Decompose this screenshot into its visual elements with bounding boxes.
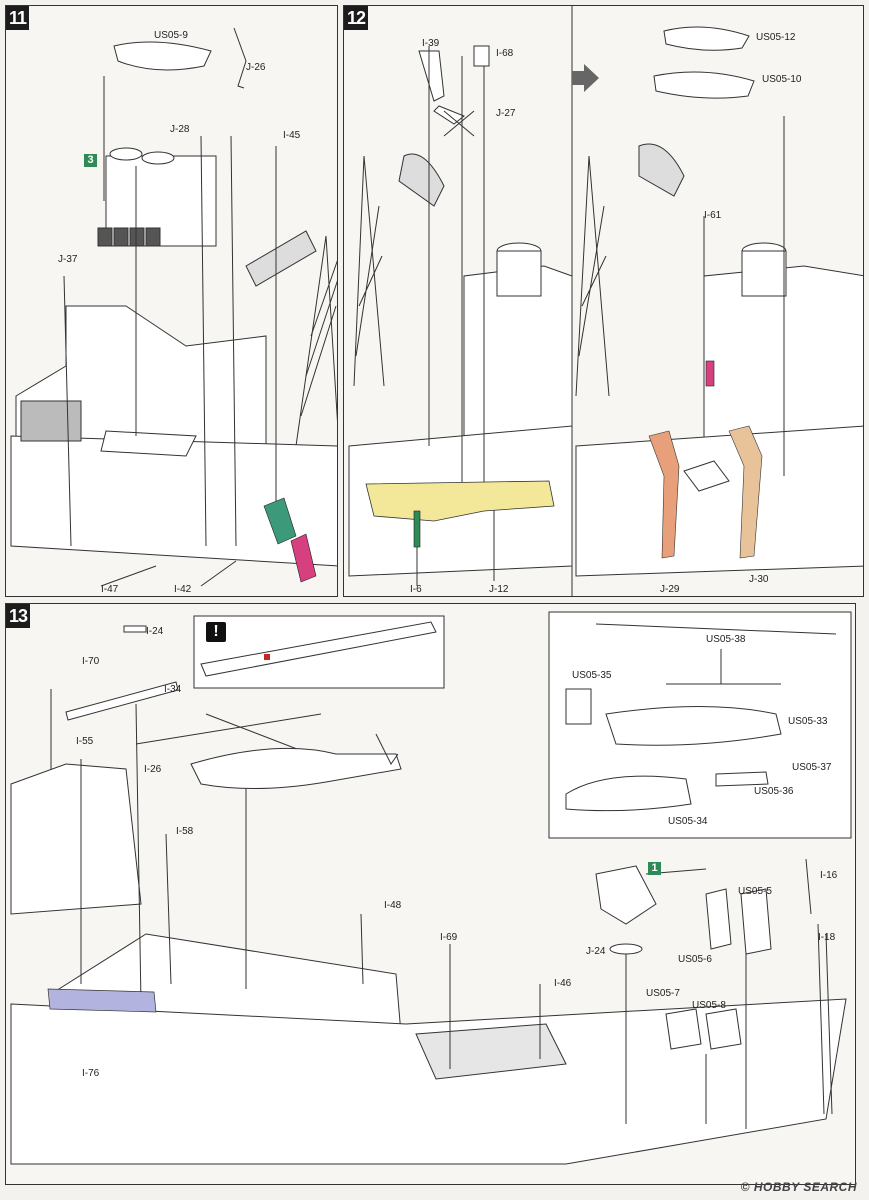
step-number-13: 13 [6, 604, 31, 628]
part-label: J-27 [496, 108, 516, 119]
part-label: J-24 [586, 946, 606, 957]
inset-part-label: US05-35 [572, 670, 612, 681]
step-12-panel: 12 [343, 5, 864, 597]
hobby-search-watermark: © HOBBY SEARCH [741, 1180, 857, 1194]
part-label: I-48 [384, 900, 402, 911]
part-label: I-58 [176, 826, 194, 837]
part-label: I-39 [422, 38, 440, 49]
inset-part-label: US05-34 [668, 816, 708, 827]
step-13-panel: 13 [5, 603, 856, 1185]
step-reference-badge: 3 [84, 154, 97, 167]
part-label: US05-12 [756, 32, 796, 43]
part-label: I-16 [820, 870, 838, 881]
part-label: I-55 [76, 736, 94, 747]
step-13-drawing [10, 611, 852, 1165]
part-label: I-6 [410, 584, 422, 595]
inset-part-label: US05-36 [754, 786, 794, 797]
step-12-drawing [348, 6, 863, 596]
part-label: I-24 [146, 626, 164, 637]
part-label: I-76 [82, 1068, 100, 1079]
part-label: US05-8 [692, 1000, 726, 1011]
part-label: J-30 [749, 574, 769, 585]
step-number-12: 12 [344, 6, 369, 30]
part-label: J-37 [58, 254, 78, 265]
part-label: I-26 [144, 764, 162, 775]
part-label: J-26 [246, 62, 266, 73]
warning-icon: ! [206, 622, 226, 642]
part-label: J-28 [170, 124, 190, 135]
part-label: US05-7 [646, 988, 680, 999]
part-label: I-70 [82, 656, 100, 667]
inset-part-label: US05-37 [792, 762, 832, 773]
copyright-symbol: © [740, 1180, 751, 1194]
part-label: I-61 [704, 210, 722, 221]
part-label: US05-9 [154, 30, 188, 41]
part-label: I-46 [554, 978, 572, 989]
step-reference-badge: 1 [648, 862, 661, 875]
part-label: J-12 [489, 584, 509, 595]
step-11-panel: 11 [5, 5, 338, 597]
inset-part-label: US05-33 [788, 716, 828, 727]
inset-part-label: US05-38 [706, 634, 746, 645]
part-label: I-45 [283, 130, 301, 141]
step-11-drawing [10, 27, 337, 587]
part-label: US05-6 [678, 954, 712, 965]
step-number-11: 11 [6, 6, 30, 30]
part-label: I-68 [496, 48, 514, 59]
part-label: J-29 [660, 584, 680, 595]
watermark-brand: HOBBY SEARCH [753, 1180, 857, 1194]
part-label: I-69 [440, 932, 458, 943]
part-label: US05-10 [762, 74, 802, 85]
part-label: US05-5 [738, 886, 772, 897]
part-label: I-47 [101, 584, 119, 595]
part-label: I-18 [818, 932, 836, 943]
part-label: I-34 [164, 684, 182, 695]
part-label: I-42 [174, 584, 192, 595]
